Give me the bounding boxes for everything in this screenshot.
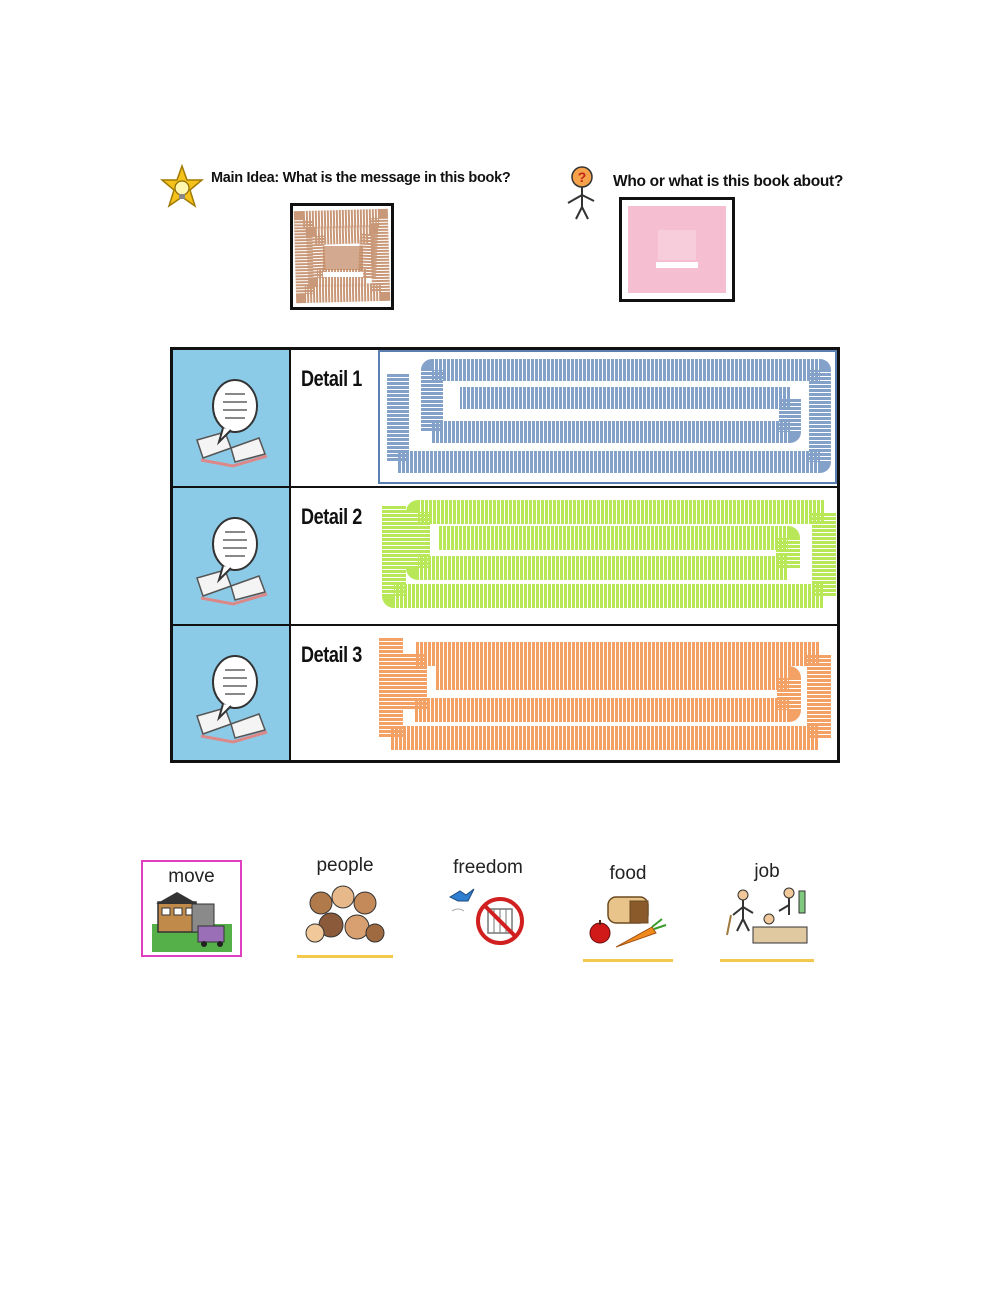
- main-idea-answer-box[interactable]: [290, 203, 394, 310]
- word-card-food[interactable]: food: [583, 863, 673, 959]
- word-label: freedom: [453, 857, 523, 878]
- detail-answer-box-1[interactable]: [378, 350, 837, 484]
- word-card-move[interactable]: move: [141, 860, 242, 957]
- word-underline: [720, 959, 814, 962]
- word-label: food: [609, 863, 647, 884]
- workers-icon: [726, 887, 808, 944]
- detail-3-scribble: [379, 638, 831, 750]
- svg-text:?: ?: [578, 169, 587, 185]
- word-card-people[interactable]: people: [297, 855, 393, 955]
- detail-label: Detail 3: [301, 642, 362, 667]
- person-question-icon: ?: [567, 166, 595, 220]
- detail-2-scribble: [382, 500, 836, 608]
- word-card-job[interactable]: job: [720, 861, 814, 959]
- main-idea-prompt: Main Idea: What is the message in this b…: [211, 170, 511, 186]
- word-card-freedom[interactable]: freedom: [440, 857, 536, 957]
- detail-row-2: Detail 2: [173, 488, 837, 624]
- detail-row-3: Detail 3: [173, 626, 837, 760]
- word-label: people: [316, 855, 374, 876]
- detail-answer-box-3[interactable]: [373, 626, 837, 760]
- who-what-prompt: Who or what is this book about?: [613, 173, 844, 190]
- group-of-faces-icon: [305, 885, 385, 943]
- who-what-scribble: [628, 206, 726, 293]
- main-idea-section: Main Idea: What is the message in this b…: [160, 160, 530, 320]
- word-bank: move people freedom: [140, 855, 820, 970]
- detail-row-1: Detail 1: [173, 350, 837, 486]
- main-idea-scribble: [293, 208, 391, 304]
- who-what-answer-box[interactable]: [619, 197, 735, 302]
- detail-answer-box-2[interactable]: [378, 488, 837, 622]
- bird-and-no-cage-icon: [448, 888, 524, 945]
- details-table: Detail 1 Detail 2: [170, 347, 840, 763]
- house-moving-truck-icon: [151, 892, 232, 952]
- book-speech-bubble-icon: [196, 517, 268, 606]
- lightbulb-star-icon: [160, 164, 204, 208]
- detail-icon-cell: [173, 488, 291, 624]
- row-divider: [173, 624, 837, 626]
- bread-apple-carrot-icon: [589, 896, 667, 948]
- word-underline: [583, 959, 673, 962]
- who-what-section: ? Who or what is this book about?: [560, 163, 860, 313]
- detail-1-scribble: [387, 359, 831, 473]
- book-speech-bubble-icon: [196, 655, 268, 744]
- detail-label: Detail 2: [301, 504, 362, 529]
- word-underline: [297, 955, 393, 958]
- row-divider: [173, 486, 837, 488]
- word-label: job: [754, 861, 780, 882]
- word-label: move: [168, 866, 215, 887]
- detail-icon-cell: [173, 626, 291, 760]
- detail-icon-cell: [173, 350, 291, 486]
- detail-label: Detail 1: [301, 366, 362, 391]
- book-speech-bubble-icon: [196, 379, 268, 468]
